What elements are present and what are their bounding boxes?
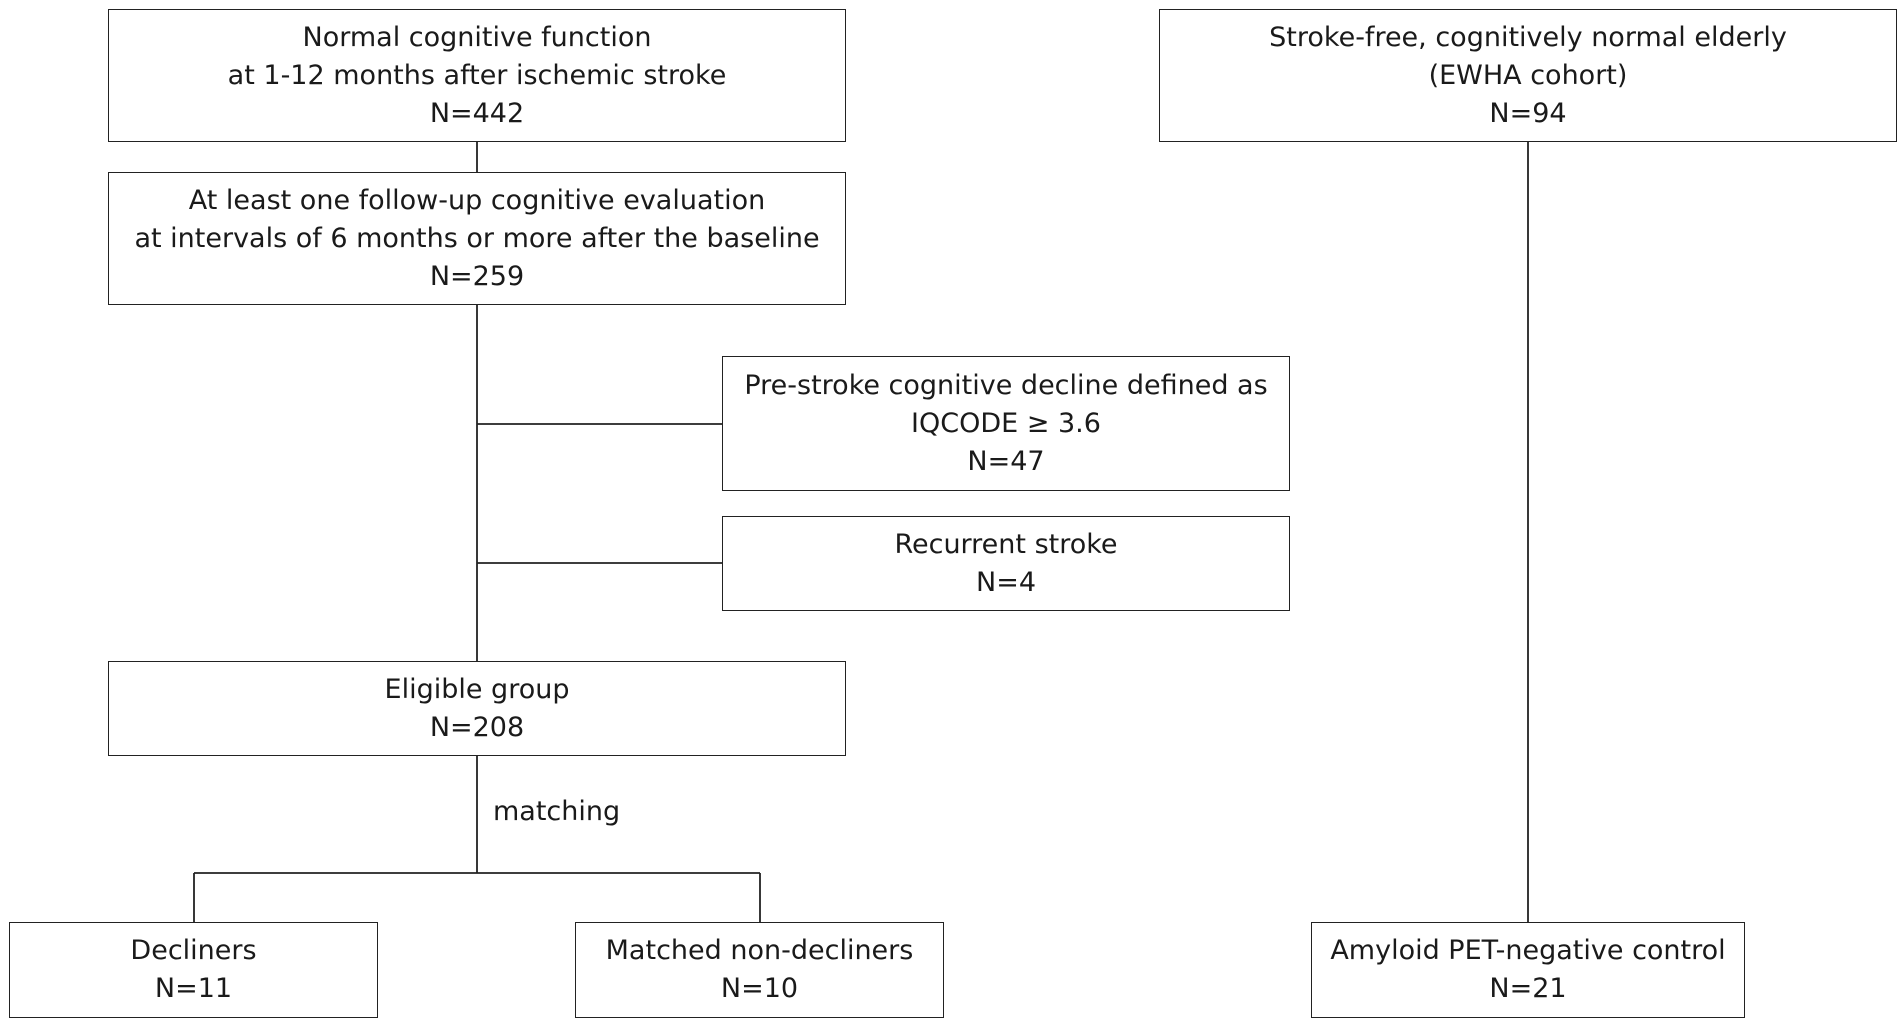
control-cohort-count: N=94 <box>1489 97 1567 129</box>
decliners-count: N=11 <box>154 973 233 1004</box>
non-decliners-line1: Matched non-decliners <box>605 935 914 966</box>
control-final-line1: Amyloid PET-negative control <box>1330 935 1726 966</box>
decliners-box: Decliners N=11 <box>9 922 378 1018</box>
baseline-line2: at 1-12 months after ischemic stroke <box>227 59 727 91</box>
followup-count: N=259 <box>429 260 525 292</box>
non-decliners-count: N=10 <box>720 973 799 1004</box>
eligible-count: N=208 <box>429 711 525 743</box>
exclusion-prestroke-count: N=47 <box>967 445 1045 477</box>
exclusion-prestroke-line2: IQCODE ≥ 3.6 <box>911 407 1101 439</box>
eligible-line1: Eligible group <box>384 673 570 705</box>
control-cohort-box: Stroke-free, cognitively normal elderly … <box>1159 9 1897 142</box>
exclusion-prestroke-line1: Pre-stroke cognitive decline defined as <box>744 369 1268 401</box>
exclusion-recurrent-box: Recurrent stroke N=4 <box>722 516 1290 611</box>
control-final-box: Amyloid PET-negative control N=21 <box>1311 922 1745 1018</box>
exclusion-prestroke-box: Pre-stroke cognitive decline defined as … <box>722 356 1290 491</box>
decliners-line1: Decliners <box>130 935 257 966</box>
followup-line2: at intervals of 6 months or more after t… <box>134 222 820 254</box>
control-cohort-line1: Stroke-free, cognitively normal elderly <box>1269 21 1787 53</box>
exclusion-recurrent-line1: Recurrent stroke <box>894 528 1118 560</box>
eligible-box: Eligible group N=208 <box>108 661 846 756</box>
matching-label: matching <box>493 796 621 827</box>
control-final-count: N=21 <box>1489 973 1567 1004</box>
non-decliners-box: Matched non-decliners N=10 <box>575 922 944 1018</box>
followup-line1: At least one follow-up cognitive evaluat… <box>188 184 766 216</box>
baseline-box: Normal cognitive function at 1-12 months… <box>108 9 846 142</box>
followup-box: At least one follow-up cognitive evaluat… <box>108 172 846 305</box>
baseline-line1: Normal cognitive function <box>302 21 652 53</box>
exclusion-recurrent-count: N=4 <box>976 566 1036 598</box>
control-cohort-line2: (EWHA cohort) <box>1428 59 1628 91</box>
baseline-count: N=442 <box>429 97 525 129</box>
